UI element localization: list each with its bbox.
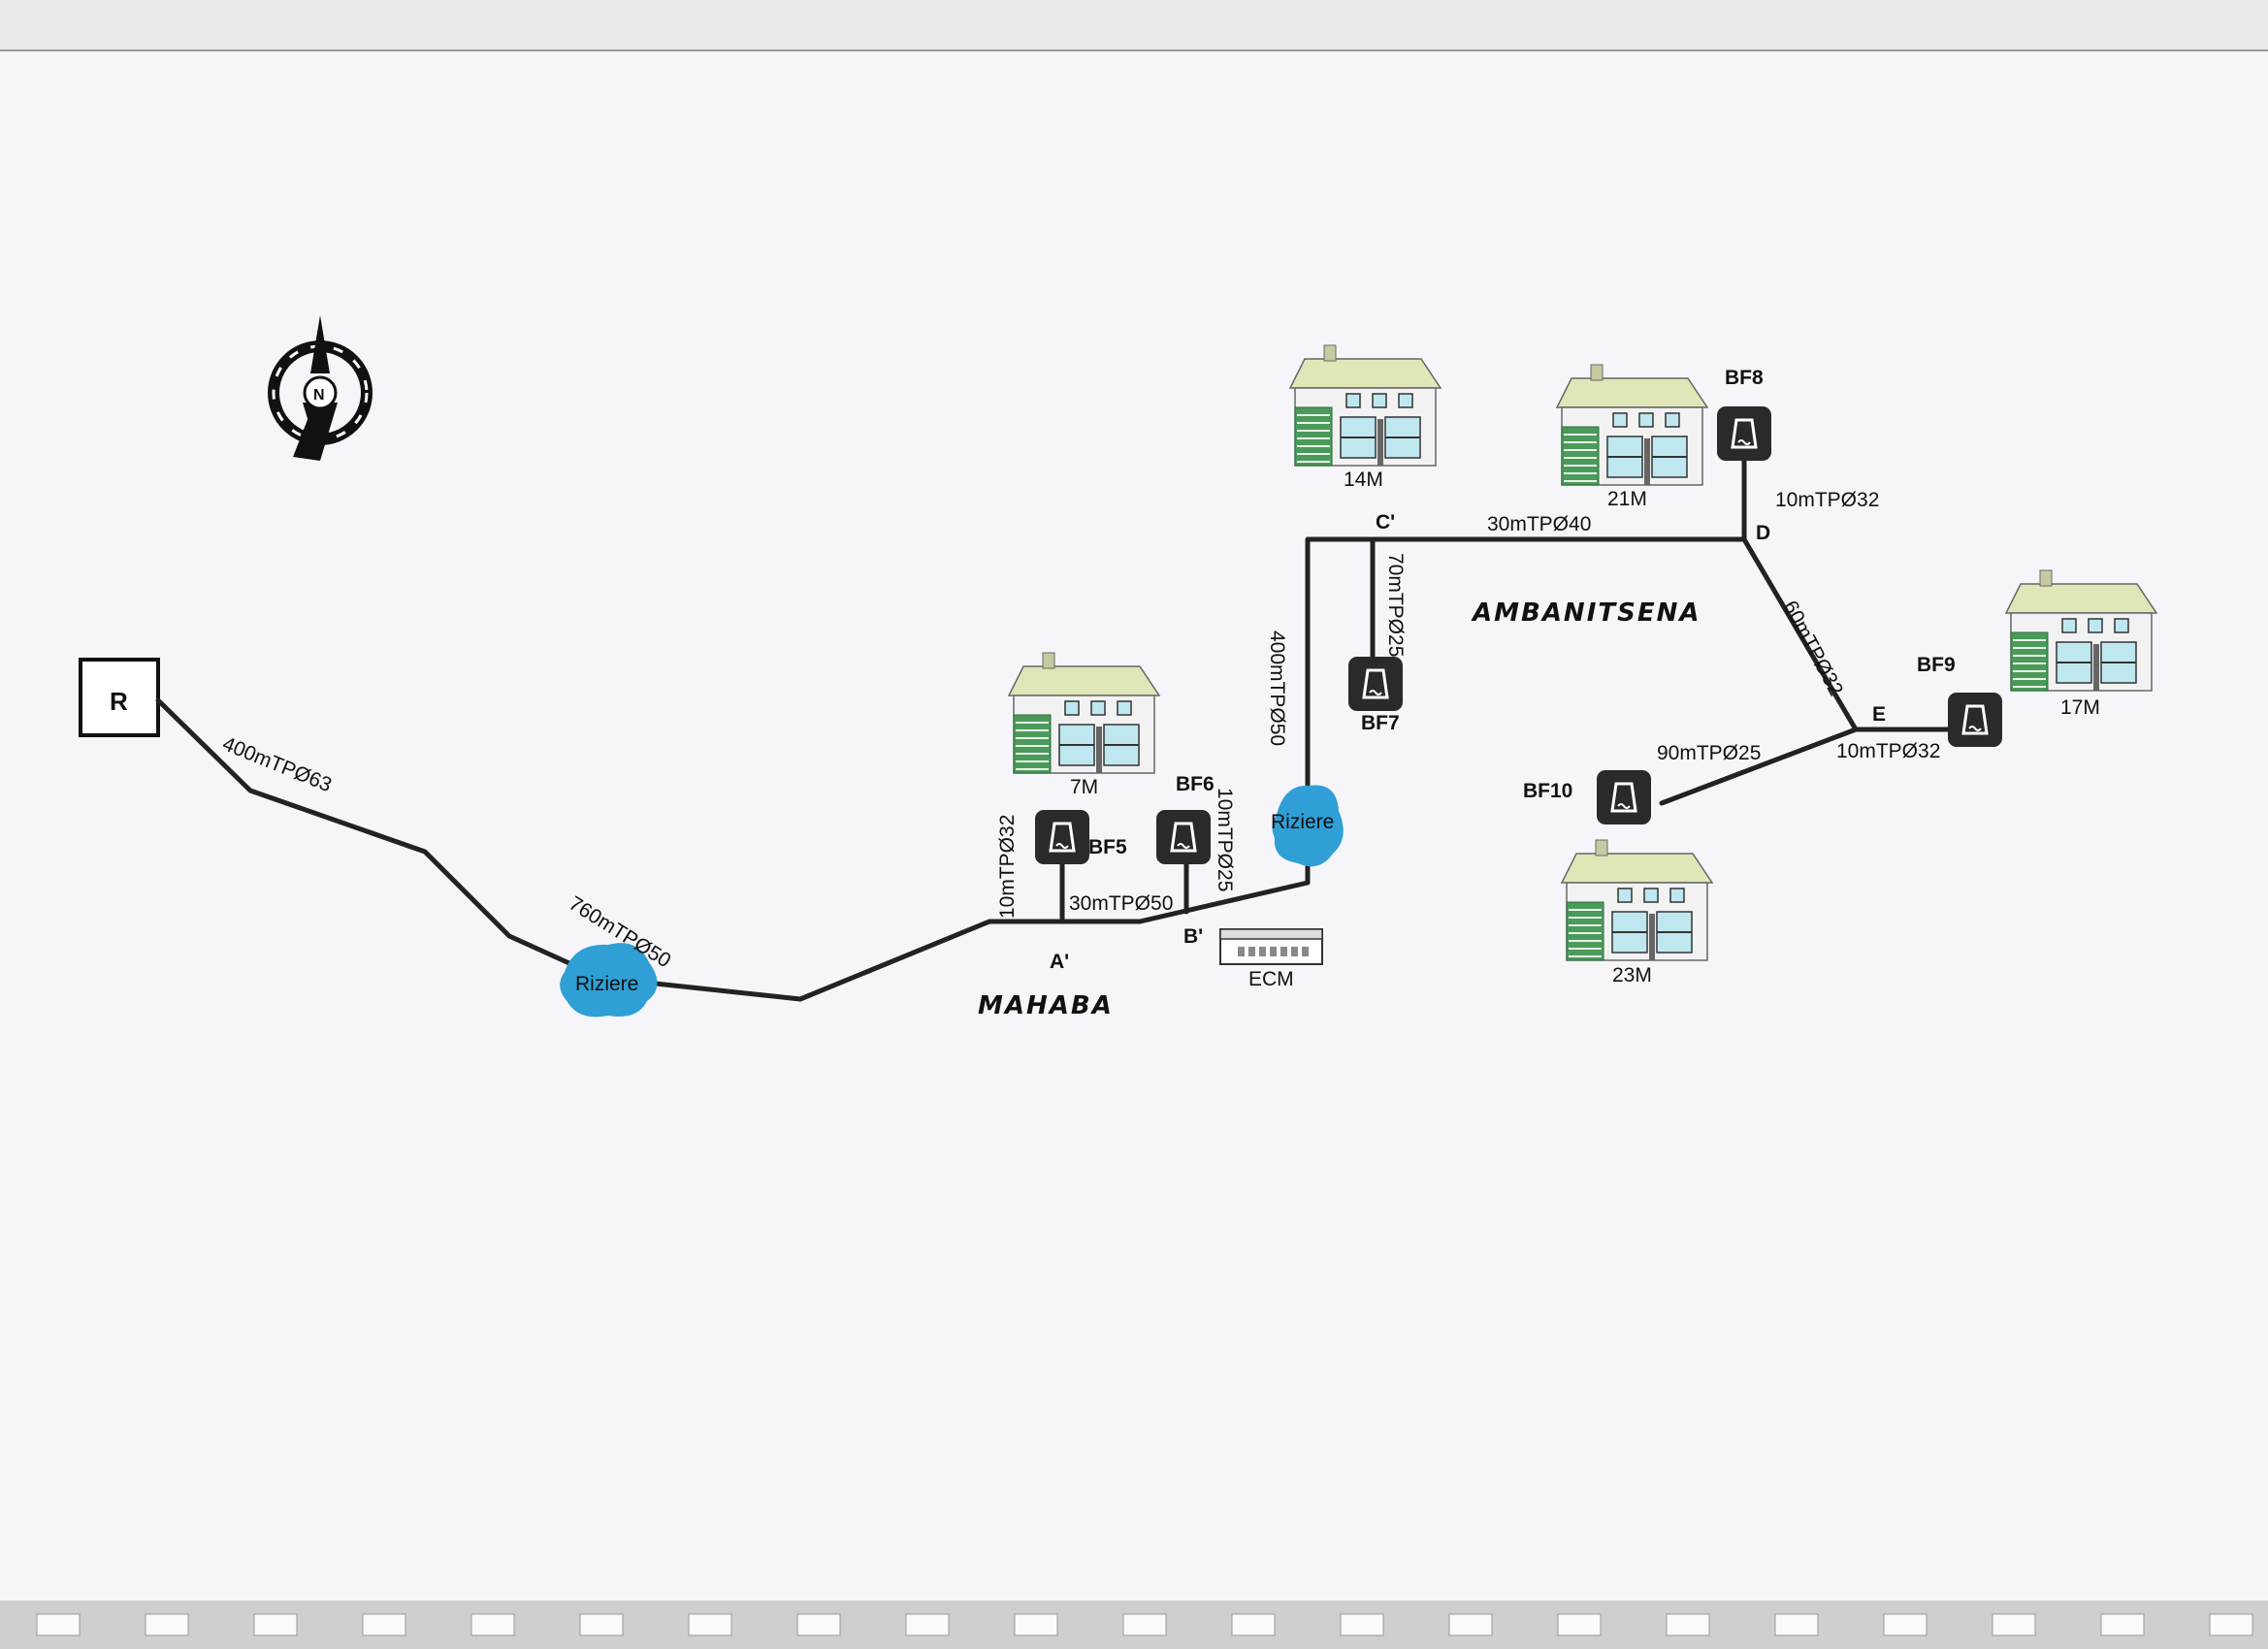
fountain-bf8[interactable]: BF8 (1715, 367, 1773, 463)
bf7-label: BF7 (1361, 712, 1400, 734)
binder-hole (2209, 1613, 2253, 1636)
reservoir-label: R (110, 687, 128, 716)
binder-hole (1992, 1613, 2036, 1636)
pipe-bf10-branch[interactable] (1659, 727, 1859, 806)
fountain-bf6[interactable]: BF6 (1154, 773, 1215, 866)
binder-hole (2100, 1613, 2145, 1636)
pipe-label-p5: 10mTPØ25 (1214, 788, 1236, 891)
node-c: C' (1376, 511, 1395, 534)
place-mahaba: MAHABA (978, 991, 1114, 1020)
riziere-2[interactable]: Riziere (1271, 785, 1344, 867)
binder-hole (1557, 1613, 1602, 1636)
pipe-label-p7: 70mTPØ25 (1384, 553, 1407, 657)
reservoir[interactable]: R (79, 658, 160, 737)
pipe-label-p10: 60mTPØ32 (1779, 598, 1848, 700)
house-21m: 21M (1556, 364, 1708, 510)
pipe-label-p6: 400mTPØ50 (1266, 630, 1288, 746)
bf8-label: BF8 (1725, 367, 1764, 389)
node-a: A' (1050, 951, 1069, 973)
pipe-network (155, 453, 1962, 1002)
bf10-label: BF10 (1523, 780, 1572, 802)
pipe-label-p11: 10mTPØ32 (1836, 740, 1940, 762)
binder-hole (253, 1613, 298, 1636)
compass-north-label: N (313, 387, 325, 404)
binder-hole (905, 1613, 950, 1636)
school-ecm: ECM (1219, 928, 1323, 990)
binder-hole (1340, 1613, 1384, 1636)
house-17m-label: 17M (2060, 696, 2100, 719)
node-d: D (1756, 522, 1770, 544)
house-7m-label: 7M (1070, 776, 1098, 798)
riziere-1-label: Riziere (575, 973, 638, 995)
pipe-label-p3: 10mTPØ32 (996, 815, 1019, 919)
pipe-label-p12: 90mTPØ25 (1657, 742, 1761, 764)
riziere-1[interactable]: Riziere (560, 943, 658, 1018)
binder-hole (1666, 1613, 1710, 1636)
binder-hole (145, 1613, 189, 1636)
fountain-bf9[interactable]: BF9 (1917, 654, 2004, 749)
binder-hole (1014, 1613, 1058, 1636)
pipe-label-p8: 30mTPØ40 (1487, 513, 1591, 535)
pipe-label-p9: 10mTPØ32 (1775, 489, 1879, 511)
compass-rose: N (268, 315, 373, 461)
house-23m: 23M (1561, 839, 1713, 986)
binder-strip (0, 1600, 2268, 1649)
binder-hole (579, 1613, 624, 1636)
node-e: E (1872, 703, 1886, 726)
binder-hole (796, 1613, 841, 1636)
bf5-label: BF5 (1088, 836, 1127, 858)
binder-hole (1883, 1613, 1928, 1636)
bf6-label: BF6 (1176, 773, 1215, 795)
house-23m-label: 23M (1612, 964, 1652, 986)
pipe-label-p1: 400mTPØ63 (219, 732, 335, 796)
house-17m: 17M (2005, 569, 2157, 719)
fountain-bf10[interactable]: BF10 (1523, 768, 1653, 826)
binder-hole (470, 1613, 515, 1636)
node-b: B' (1183, 925, 1203, 948)
bf9-label: BF9 (1917, 654, 1956, 676)
fountain-bf5[interactable]: BF5 (1033, 808, 1127, 866)
ecm-label: ECM (1248, 968, 1294, 990)
binder-hole (1231, 1613, 1276, 1636)
pipe-label-p4: 30mTPØ50 (1069, 892, 1173, 915)
binder-hole (1774, 1613, 1819, 1636)
binder-hole (688, 1613, 732, 1636)
riziere-2-label: Riziere (1271, 811, 1334, 833)
binder-hole (362, 1613, 406, 1636)
binder-hole (1448, 1613, 1493, 1636)
binder-hole (1122, 1613, 1167, 1636)
scan-edge (0, 0, 2268, 50)
house-7m: 7M (1008, 652, 1160, 798)
house-14m: 14M (1289, 344, 1442, 491)
binder-hole (36, 1613, 81, 1636)
house-21m-label: 21M (1607, 488, 1647, 510)
house-14m-label: 14M (1344, 469, 1383, 491)
place-ambanitsena: AMBANITSENA (1471, 598, 1701, 628)
fountain-bf7[interactable]: BF7 (1346, 655, 1405, 734)
